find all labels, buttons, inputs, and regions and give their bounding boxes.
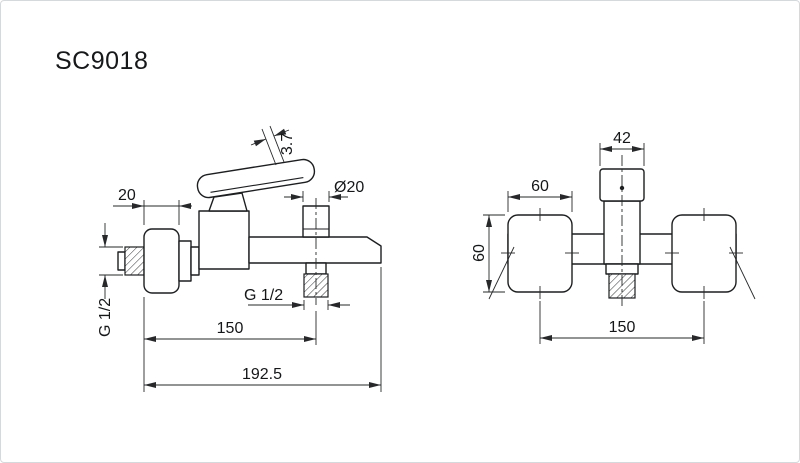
side-escutcheon <box>143 228 180 294</box>
front-left-flange <box>507 214 573 293</box>
dim-label-head-width: 42 <box>613 130 631 147</box>
model-number: SC9018 <box>55 47 149 75</box>
side-inlet-tip <box>117 251 126 271</box>
side-view: 20 3.7 Ø20 <box>97 125 382 392</box>
dim-label-bracket-depth: 20 <box>118 187 136 204</box>
side-mount-nut <box>178 240 192 282</box>
dim-handle-thickness: 3.7 <box>250 125 296 166</box>
dim-center-distance: 150 <box>539 301 705 344</box>
dim-label-center-distance: 150 <box>609 319 636 336</box>
side-mount-connector <box>190 246 200 276</box>
dim-bracket-depth: 20 <box>113 187 192 225</box>
dim-head-width: 42 <box>599 130 645 166</box>
dim-flange-width: 60 <box>507 178 573 212</box>
side-mixer-body <box>198 210 250 270</box>
dim-knob-diameter: Ø20 <box>284 179 364 202</box>
side-handle-edge-line <box>210 177 304 193</box>
dim-label-handle-thickness: 3.7 <box>279 133 296 155</box>
side-handle-lever <box>196 158 316 199</box>
flange-diagonal-marks <box>488 246 756 300</box>
dim-flange-height: 60 <box>471 214 505 293</box>
front-head-dot <box>619 185 625 191</box>
side-inlet-thread <box>124 246 145 276</box>
dim-outlet-thread: G 1/2 <box>244 287 350 310</box>
side-spout <box>248 236 382 264</box>
dim-label-flange-width: 60 <box>531 178 549 195</box>
dim-label-inlet-thread: G 1/2 <box>97 298 114 337</box>
front-view: 42 60 60 150 <box>471 130 756 344</box>
dim-label-knob-diameter: Ø20 <box>334 179 364 196</box>
dim-label-outlet-thread: G 1/2 <box>244 287 283 304</box>
dim-label-wall-to-outlet: 150 <box>217 320 244 337</box>
dim-wall-to-outlet: 150 <box>143 297 317 392</box>
dim-label-flange-height: 60 <box>471 244 488 262</box>
dim-label-total-length: 192.5 <box>242 366 282 383</box>
flange-center-marks <box>501 208 743 299</box>
dim-inlet-thread: G 1/2 <box>97 223 123 337</box>
dim-total-length: 192.5 <box>144 267 382 392</box>
front-right-flange <box>671 214 737 293</box>
